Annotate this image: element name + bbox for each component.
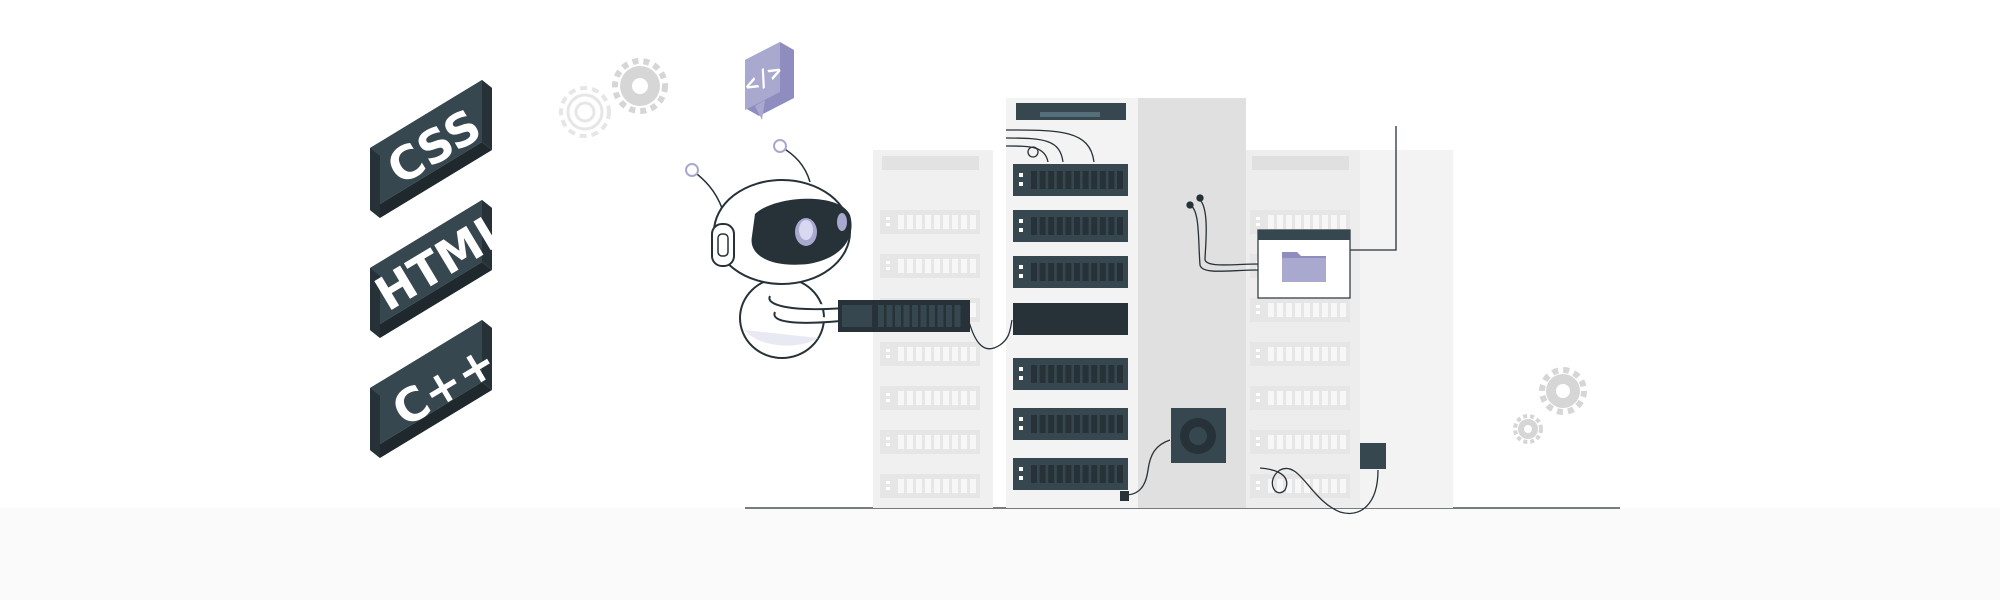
- gear-icon: [1539, 367, 1587, 415]
- cpp-badge: C++: [370, 320, 506, 458]
- code-speech-bubble: </>: [740, 42, 794, 120]
- drive-being-inserted: [838, 300, 970, 332]
- floor: [0, 508, 2000, 600]
- server-rack-right: [1245, 150, 1453, 508]
- plug-connector: [1120, 491, 1129, 501]
- gear-icon: [612, 58, 668, 114]
- power-box: [1360, 443, 1386, 469]
- cables: [967, 126, 1397, 514]
- folder-window: [1257, 229, 1351, 299]
- folder-icon: [1282, 252, 1326, 282]
- html-badge-label: HTML: [366, 200, 518, 321]
- css-badge: CSS: [370, 80, 492, 218]
- gear-icon: [559, 86, 611, 138]
- html-badge: HTML: [366, 200, 518, 338]
- fan-unit: [1171, 408, 1226, 463]
- robot: [685, 139, 852, 359]
- gear-icon: [1513, 414, 1543, 444]
